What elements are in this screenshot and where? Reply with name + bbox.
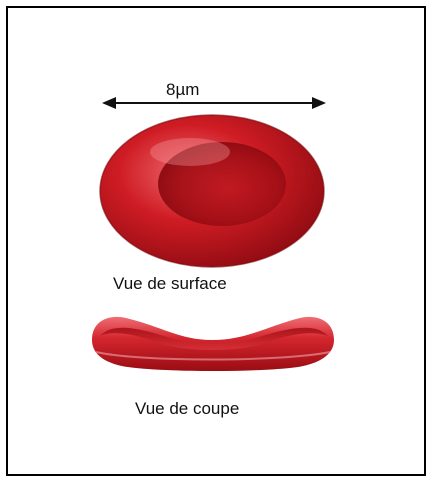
surface-view-label: Vue de surface <box>113 274 227 294</box>
section-view-cell <box>92 317 334 371</box>
size-arrow <box>102 97 326 109</box>
size-label: 8µm <box>166 80 199 100</box>
section-view-label: Vue de coupe <box>135 399 239 419</box>
surface-view-cell <box>100 115 324 267</box>
